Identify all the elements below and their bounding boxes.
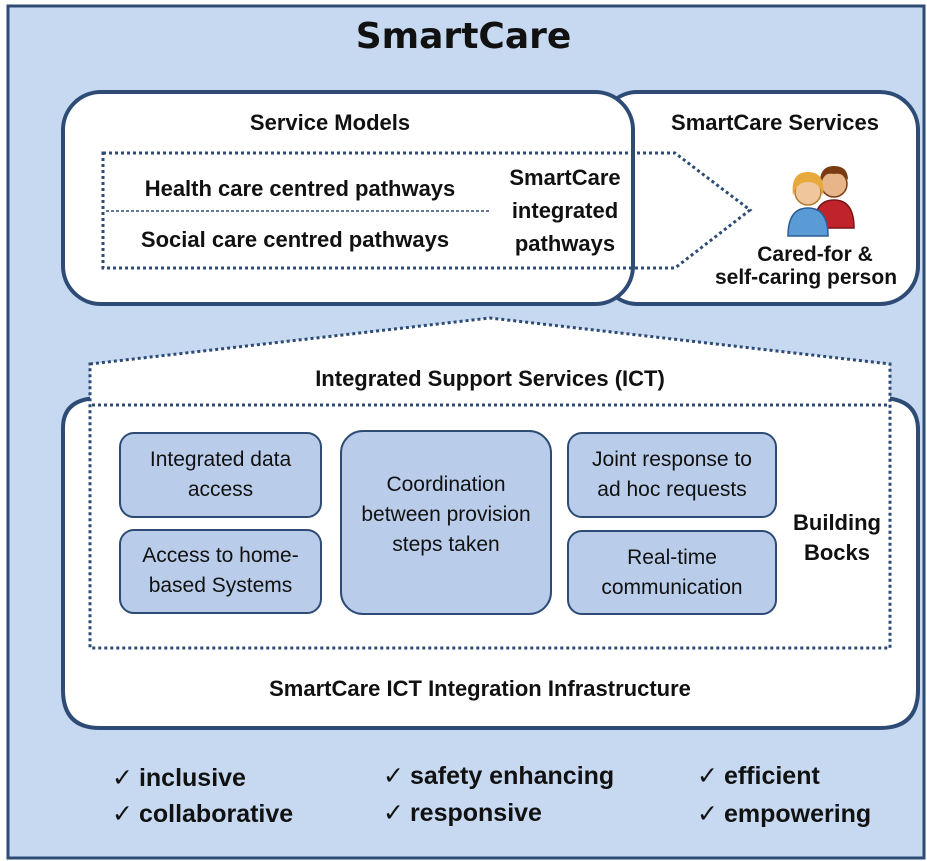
check-icon: ✓ [112, 763, 133, 792]
check-icon: ✓ [697, 799, 718, 828]
quality-label: collaborative [138, 800, 294, 828]
integrated-pathways-line3: pathways [514, 231, 616, 256]
block-label-coordination: Coordination between provision steps tak… [361, 473, 531, 556]
quality-responsive: ✓responsive [383, 798, 542, 828]
service-models-box [61, 90, 635, 306]
check-icon: ✓ [383, 798, 404, 827]
block-real-time-communication [567, 530, 777, 615]
quality-label: efficient [723, 762, 820, 790]
person-label-line1: Cared-for & [757, 243, 873, 266]
quality-label: responsive [409, 799, 542, 827]
block-label-home-based-systems: Access to home-based Systems [142, 544, 299, 597]
service-models-heading: Service Models [249, 110, 411, 135]
pathway-social: Social care centred pathways [140, 227, 450, 252]
check-icon: ✓ [112, 799, 133, 828]
diagram-title: SmartCare [355, 16, 572, 57]
check-icon: ✓ [383, 761, 404, 790]
quality-label: safety enhancing [409, 762, 615, 790]
building-blocks-label-line1: Building [793, 510, 881, 535]
block-joint-response [567, 432, 777, 518]
support-services-heading: Integrated Support Services (ICT) [315, 366, 665, 391]
quality-empowering: ✓empowering [697, 799, 871, 829]
quality-label: empowering [723, 800, 872, 828]
block-label-real-time-communication: Real-time communication [601, 546, 743, 599]
pathway-health: Health care centred pathways [144, 176, 456, 201]
people-icon [787, 166, 855, 237]
quality-inclusive: ✓inclusive [112, 763, 246, 793]
block-label-joint-response: Joint response to ad hoc requests [592, 448, 752, 501]
quality-collaborative: ✓collaborative [112, 799, 293, 829]
integrated-pathways-line2: integrated [511, 198, 619, 223]
infrastructure-label: SmartCare ICT Integration Infrastructure [269, 676, 691, 701]
smartcare-services-heading: SmartCare Services [671, 110, 879, 135]
block-coordination [340, 430, 552, 615]
integrated-pathways-line1: SmartCare [509, 165, 621, 190]
block-label-integrated-data-access: Integrated data access [149, 448, 292, 501]
pathway-arrow [101, 151, 753, 270]
block-integrated-data-access [119, 432, 322, 518]
person-label-line2: self-caring person [714, 266, 898, 289]
quality-safety-enhancing: ✓safety enhancing [383, 761, 614, 791]
building-blocks-label-line2: Bocks [803, 540, 871, 565]
quality-efficient: ✓efficient [697, 761, 820, 791]
quality-label: inclusive [138, 764, 246, 792]
check-icon: ✓ [697, 761, 718, 790]
block-home-based-systems [119, 529, 322, 614]
